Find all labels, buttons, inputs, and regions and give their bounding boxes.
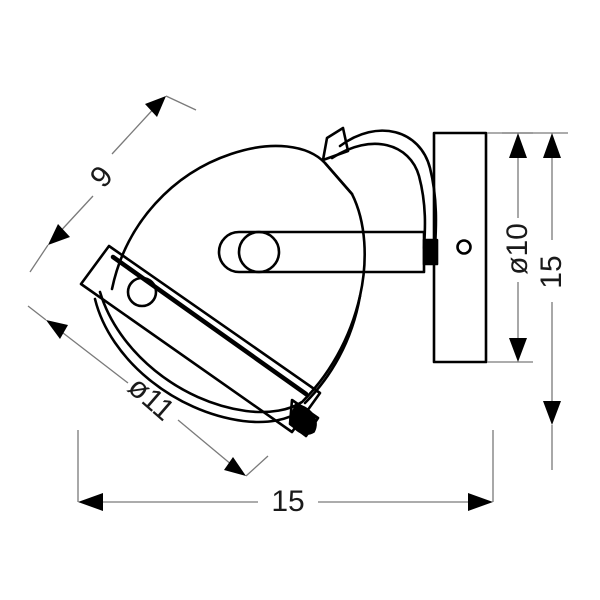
pivot-arm xyxy=(217,230,426,274)
dim-11-line-upper xyxy=(53,325,129,384)
pivot-joint-circle xyxy=(237,230,281,274)
arrowhead-dim-15h-left xyxy=(78,493,103,511)
neck-collar xyxy=(321,126,350,162)
dim-9-line-upper xyxy=(111,103,159,155)
dim-11-ext-top xyxy=(27,305,47,321)
shade-opening-ellipse xyxy=(93,297,302,424)
arrowhead-dim-11-top xyxy=(46,320,68,339)
dim-11-line-lower xyxy=(177,419,239,471)
shade-rim-band-inner-line xyxy=(110,254,309,397)
arrowhead-dim-10-bottom xyxy=(509,338,527,362)
dimension-lines xyxy=(27,95,568,503)
dimension-label-diameter-11: ø11 xyxy=(122,370,181,427)
arrowhead-dim-15v-bottom xyxy=(543,401,561,425)
shade-screw-hole xyxy=(126,276,158,308)
dimension-label-diameter-10: ø10 xyxy=(501,223,534,275)
shade-opening-ellipse-back xyxy=(98,290,304,414)
dimension-label-height-15: 15 xyxy=(535,255,568,288)
dimension-label-9: 9 xyxy=(84,160,120,194)
wall-plate xyxy=(432,131,488,364)
arrowhead-dim-9-bottom xyxy=(48,224,70,245)
dimension-label-width-15: 15 xyxy=(271,485,304,518)
arrowhead-dim-10-top xyxy=(509,133,527,158)
lamp-assembly xyxy=(79,126,488,438)
dimension-labels: 9 ø11 ø10 15 15 xyxy=(84,160,568,518)
arrowhead-dim-11-bottom xyxy=(224,457,246,476)
shade-rim-band xyxy=(79,244,322,434)
neck-collar-stem xyxy=(323,161,354,196)
shade-tip-knob-fill xyxy=(289,403,317,435)
arrowhead-dim-15v-top xyxy=(543,133,561,158)
arrowhead-dim-15h-right xyxy=(468,493,493,511)
dim-9-ext-top xyxy=(165,95,197,111)
dimension-arrowheads xyxy=(46,96,561,511)
cable-loop xyxy=(338,129,438,250)
wall-plate-hole xyxy=(456,239,472,255)
shade-dome-lower-right xyxy=(303,294,362,405)
arrowhead-dim-9-top xyxy=(145,96,166,117)
cable-loop-inner xyxy=(330,142,427,250)
dim-9-ext-bottom xyxy=(29,244,49,273)
dim-11-ext-bottom xyxy=(245,455,269,477)
